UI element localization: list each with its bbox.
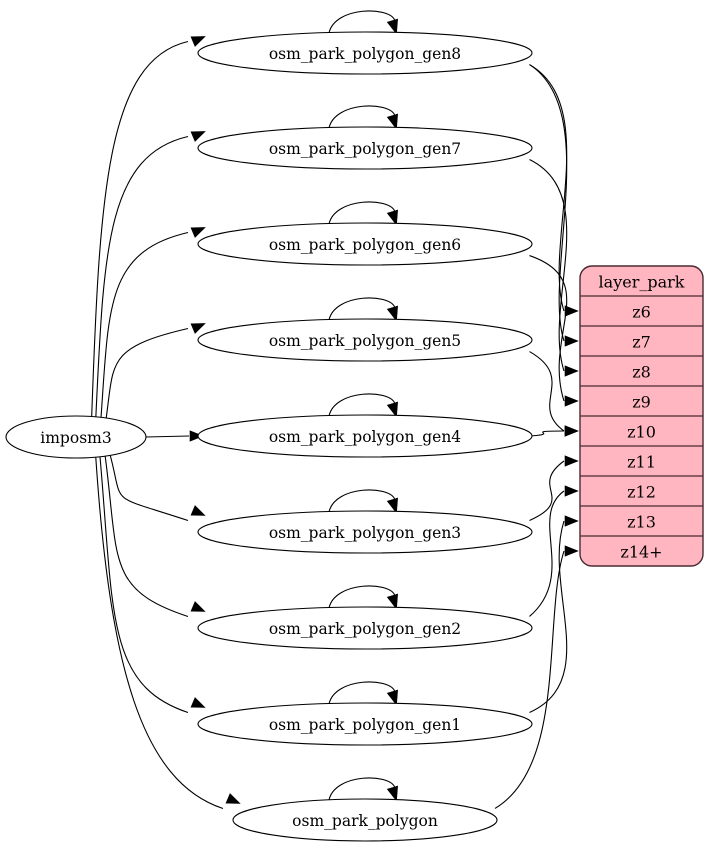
edge-base-z14+ <box>494 550 565 809</box>
table-header-label: layer_park <box>599 273 685 292</box>
edge-arrow-imposm3-gen6 <box>190 227 206 238</box>
edge-arrow-imposm3-gen7 <box>190 131 206 142</box>
edge-arrow-base-z14+ <box>564 545 579 557</box>
node-gen8-label: osm_park_polygon_gen8 <box>269 45 461 63</box>
node-gen6-shape[interactable] <box>197 222 533 266</box>
self-loop-gen5 <box>328 297 396 321</box>
edge-arrow-gen8-z6 <box>564 305 579 317</box>
self-loop-gen8 <box>328 10 396 34</box>
self-loop-arrow-gen7 <box>386 113 398 130</box>
node-gen1-label: osm_park_polygon_gen1 <box>269 716 461 734</box>
edge-arrow-gen3-z11 <box>564 455 579 467</box>
self-loop-arrow-gen6 <box>386 209 398 226</box>
node-gen3-shape[interactable] <box>197 510 533 554</box>
edge-imposm3-gen6 <box>100 231 189 420</box>
self-loop-arrow-gen4 <box>386 401 398 418</box>
node-gen5-shape[interactable] <box>197 318 533 362</box>
edge-arrow-imposm3-gen3 <box>190 505 206 516</box>
self-loop-arrow-base <box>386 785 398 802</box>
edge-arrow-gen8-z7 <box>564 335 579 347</box>
self-loop-arrow-gen2 <box>386 593 398 610</box>
table-row-z8[interactable]: z8 <box>632 363 651 382</box>
node-gen7-shape[interactable] <box>197 126 533 170</box>
edge-arrow-gen1-z13 <box>564 515 579 527</box>
table-row-z13[interactable]: z13 <box>627 513 656 532</box>
node-gen4-shape[interactable] <box>197 414 533 458</box>
edge-imposm3-gen5 <box>105 327 189 420</box>
table-row-z12[interactable]: z12 <box>627 483 656 502</box>
node-gen8-shape[interactable] <box>197 31 533 75</box>
layer-park-table: layer_park z6 z7 z8 z9 z10 z11 z12 z13 z14+ <box>579 265 704 567</box>
self-loop-gen7 <box>328 105 396 129</box>
self-loop-arrow-gen1 <box>386 689 398 706</box>
edges-layer <box>91 10 579 810</box>
table-row-z7[interactable]: z7 <box>632 333 651 352</box>
self-loop-base <box>328 777 396 801</box>
self-loop-gen1 <box>328 681 396 705</box>
edge-arrow-gen4-z10 <box>564 425 579 437</box>
edge-imposm3-gen7 <box>95 135 189 420</box>
self-loop-gen4 <box>328 393 396 417</box>
node-gen4-label: osm_park_polygon_gen4 <box>269 428 461 446</box>
edge-imposm3-gen8 <box>91 40 189 420</box>
edge-arrow-gen6-z9 <box>564 395 579 407</box>
edge-gen8-z6 <box>529 64 568 312</box>
edge-imposm3-gen3 <box>109 454 189 522</box>
edge-arrow-imposm3-base <box>225 793 241 804</box>
edge-gen2-z12 <box>529 490 565 617</box>
table-row-z10[interactable]: z10 <box>627 423 656 442</box>
edge-arrow-imposm3-gen8 <box>190 36 206 47</box>
self-loop-arrow-gen5 <box>386 305 398 322</box>
edge-arrow-imposm3-gen2 <box>190 601 206 612</box>
node-gen2-label: osm_park_polygon_gen2 <box>269 620 461 638</box>
node-base-shape[interactable] <box>232 798 498 842</box>
edge-imposm3-gen1 <box>99 454 189 714</box>
node-gen7-label: osm_park_polygon_gen7 <box>269 140 461 158</box>
edge-gen1-z13 <box>529 520 568 713</box>
edge-arrow-imposm3-gen1 <box>190 697 206 708</box>
table-row-z6[interactable]: z6 <box>632 303 651 322</box>
node-gen5-label: osm_park_polygon_gen5 <box>269 332 461 350</box>
node-imposm3-shape[interactable] <box>5 415 147 459</box>
edge-arrow-gen2-z12 <box>564 485 579 497</box>
edge-arrow-gen7-z8 <box>564 365 579 377</box>
edge-gen5-z10 <box>529 351 565 432</box>
node-imposm3-label: imposm3 <box>40 429 111 447</box>
edge-arrow-imposm3-gen4 <box>189 430 204 442</box>
node-base-label: osm_park_polygon <box>292 812 438 830</box>
edge-gen6-z9 <box>529 255 568 402</box>
self-loop-gen6 <box>328 201 396 225</box>
self-loop-gen3 <box>328 489 396 513</box>
edge-arrow-imposm3-gen5 <box>190 323 206 334</box>
table-row-z14+[interactable]: z14+ <box>620 543 662 562</box>
self-loop-gen2 <box>328 585 396 609</box>
nodes-layer: imposm3 osm_park_polygon_gen8 osm_park_pol… <box>5 31 533 842</box>
node-gen3-label: osm_park_polygon_gen3 <box>269 524 461 542</box>
node-gen6-label: osm_park_polygon_gen6 <box>269 236 461 254</box>
edge-gen4-z10 <box>529 430 565 437</box>
node-gen1-shape[interactable] <box>197 702 533 746</box>
node-gen2-shape[interactable] <box>197 606 533 650</box>
edge-gen3-z11 <box>529 460 565 521</box>
self-loop-arrow-gen3 <box>386 497 398 514</box>
table-row-z9[interactable]: z9 <box>632 393 651 412</box>
edge-gen8-z7 <box>529 64 568 342</box>
edge-gen7-z8 <box>529 159 568 372</box>
edge-imposm3-gen2 <box>104 454 189 618</box>
table-row-z11[interactable]: z11 <box>627 453 656 472</box>
self-loop-arrow-gen8 <box>386 18 398 35</box>
edge-imposm3-base <box>95 454 224 810</box>
edge-imposm3-gen4 <box>145 435 190 438</box>
